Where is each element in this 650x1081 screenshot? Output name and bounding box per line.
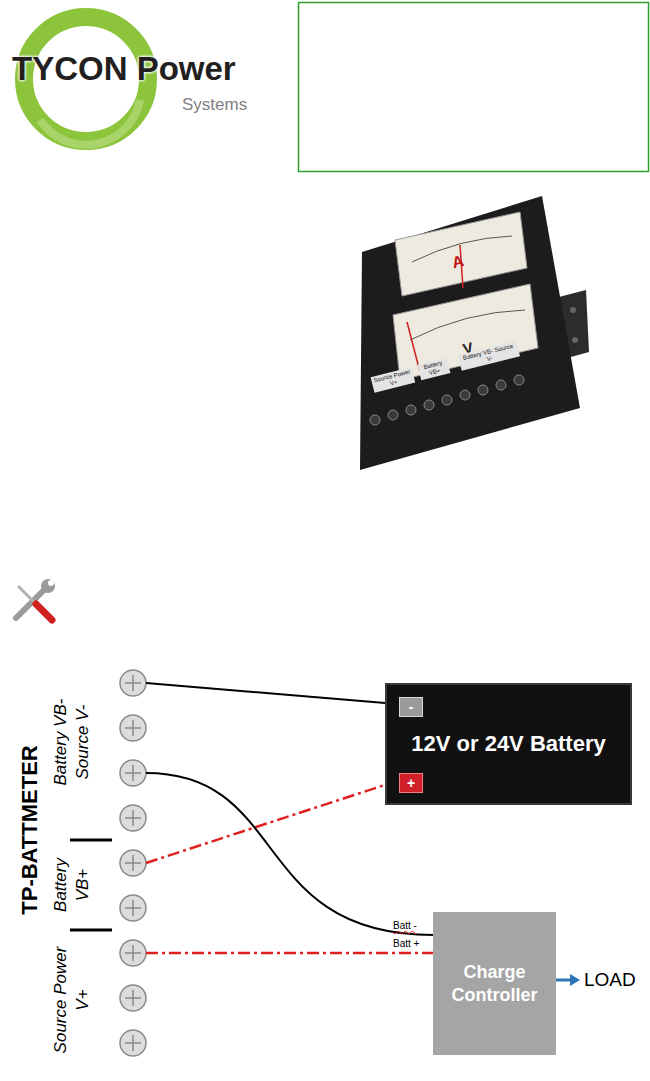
terminal-group-label: Battery VB+ — [50, 850, 94, 920]
tools-icon — [16, 579, 55, 620]
node-text: - — [409, 700, 414, 714]
logo-subtext: Systems — [182, 95, 247, 115]
device-label: Source Power V+ — [371, 367, 416, 393]
device-name: TP-BATTMETER — [17, 745, 43, 914]
wire — [146, 952, 433, 955]
node-text: + — [407, 776, 415, 790]
group-separator — [70, 839, 112, 842]
terminal-group-label: Battery VB- Source V- — [50, 683, 94, 801]
meter-photo — [360, 196, 589, 470]
battery-box: 12V or 24V Battery - + — [385, 683, 632, 805]
charge-controller-box: Charge Controller — [433, 912, 556, 1055]
empty-box — [299, 3, 649, 172]
node-text: 12V or 24V Battery — [411, 731, 605, 757]
negative-terminal: - — [399, 697, 423, 717]
terminal-strip — [120, 670, 146, 1056]
load-label: LOAD — [584, 969, 636, 991]
device-label: Battery VB+ — [417, 357, 450, 380]
wire — [146, 683, 397, 704]
meter-symbol: A — [450, 252, 465, 272]
wire-label: Batt - — [393, 920, 417, 931]
load-arrow — [555, 974, 580, 986]
positive-terminal: + — [399, 773, 423, 793]
logo-text: TYCON Power — [12, 50, 236, 88]
wire-label: Batt + — [393, 938, 419, 949]
group-separator — [70, 929, 112, 932]
terminal-group-label: Source Power V+ — [50, 943, 94, 1057]
node-text: Charge Controller — [441, 961, 548, 1006]
